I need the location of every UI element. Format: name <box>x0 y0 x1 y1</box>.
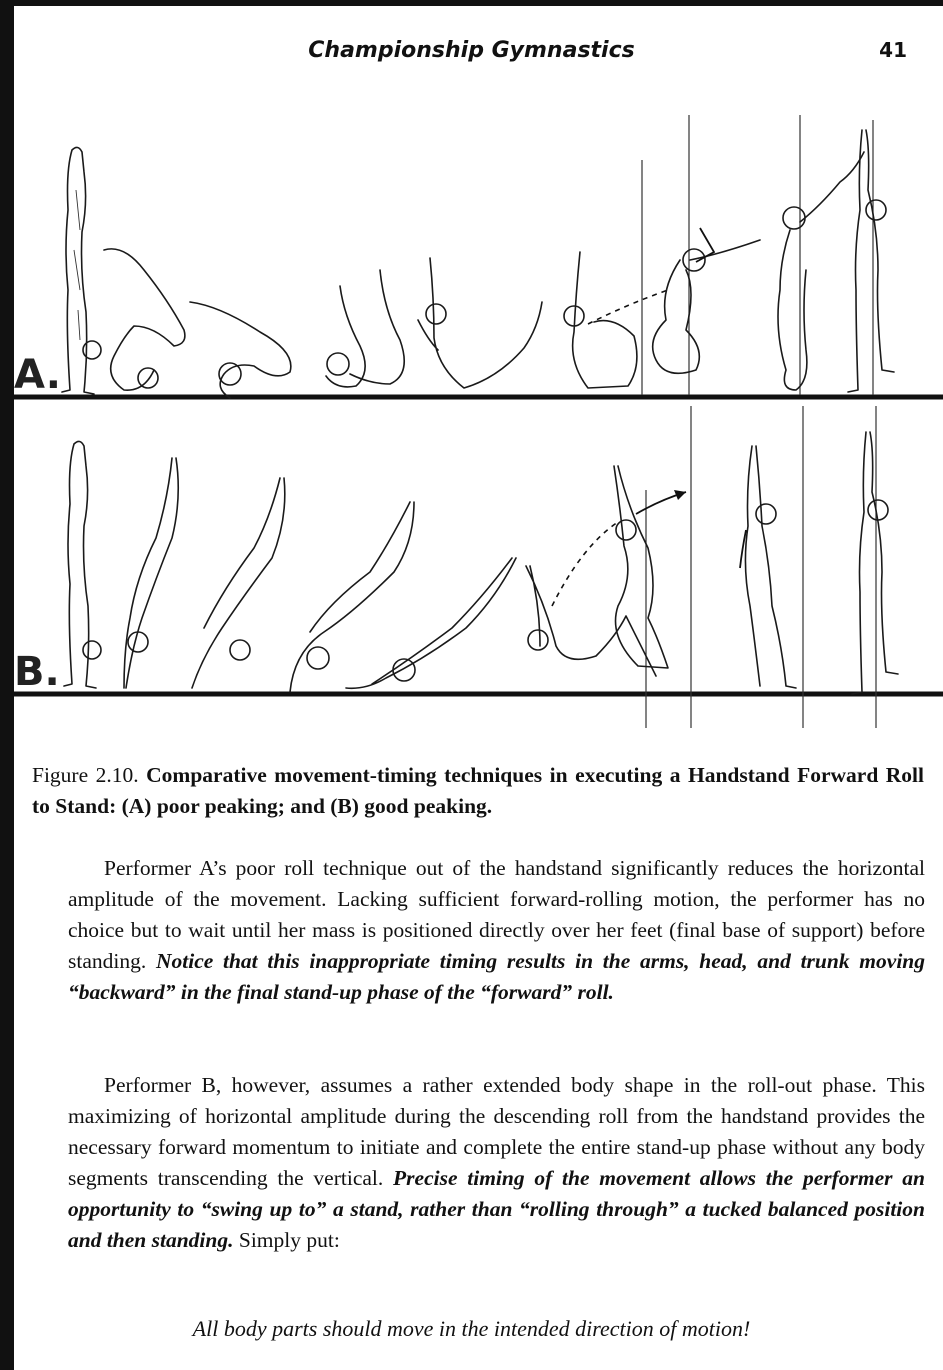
panel-a-figure-1-handstand <box>62 147 101 394</box>
paragraph-b-ending: Simply put: <box>234 1228 340 1252</box>
figure-caption: Figure 2.10. Comparative movement-timing… <box>32 760 924 822</box>
panel-b-figure-3-lean <box>192 478 285 688</box>
figure-caption-text: Comparative movement-timing techniques i… <box>32 763 924 818</box>
panel-a-figure-2-rolling <box>104 249 185 390</box>
closing-statement: All body parts should move in the intend… <box>0 1316 943 1342</box>
figure-number: Figure 2.10. <box>32 763 139 787</box>
panel-b-figure-2-lean <box>124 458 178 688</box>
panel-b-figure-5-extended <box>346 558 516 688</box>
panel-b-figure-7-squat <box>614 466 686 668</box>
panel-b-trajectory-dashes <box>552 522 618 606</box>
panel-a-figure-6-rolling-up <box>564 252 637 388</box>
panel-b-figure-6-rolling-up <box>526 566 656 676</box>
page-number: 41 <box>879 38 907 62</box>
panel-b-figure-8-rising <box>740 446 796 688</box>
figure-illustration: A. B. <box>0 110 943 730</box>
panel-a-figure-9-standing <box>848 130 894 392</box>
paragraph-performer-a: Performer A’s poor roll technique out of… <box>68 853 925 1008</box>
panel-a-figure-3-tuck <box>190 302 291 398</box>
panel-a-figure-8-rising <box>778 152 864 390</box>
panel-a-figure-7-squat <box>653 228 760 373</box>
panel-a-trajectory-dashes <box>588 290 668 324</box>
panel-a-figure-4-tuck-roll <box>326 270 404 387</box>
panel-a-label: A. <box>14 352 61 398</box>
running-title: Championship Gymnastics <box>0 38 943 63</box>
panel-a-figure-5-seated <box>418 258 542 388</box>
panel-b-label: B. <box>14 649 60 695</box>
panel-b-figure-9-standing <box>852 432 898 694</box>
paragraph-performer-b: Performer B, however, assumes a rather e… <box>68 1070 925 1256</box>
paragraph-a-emphasis: Notice that this inappropriate timing re… <box>68 949 925 1004</box>
panel-b-figure-1-handstand <box>64 441 101 688</box>
